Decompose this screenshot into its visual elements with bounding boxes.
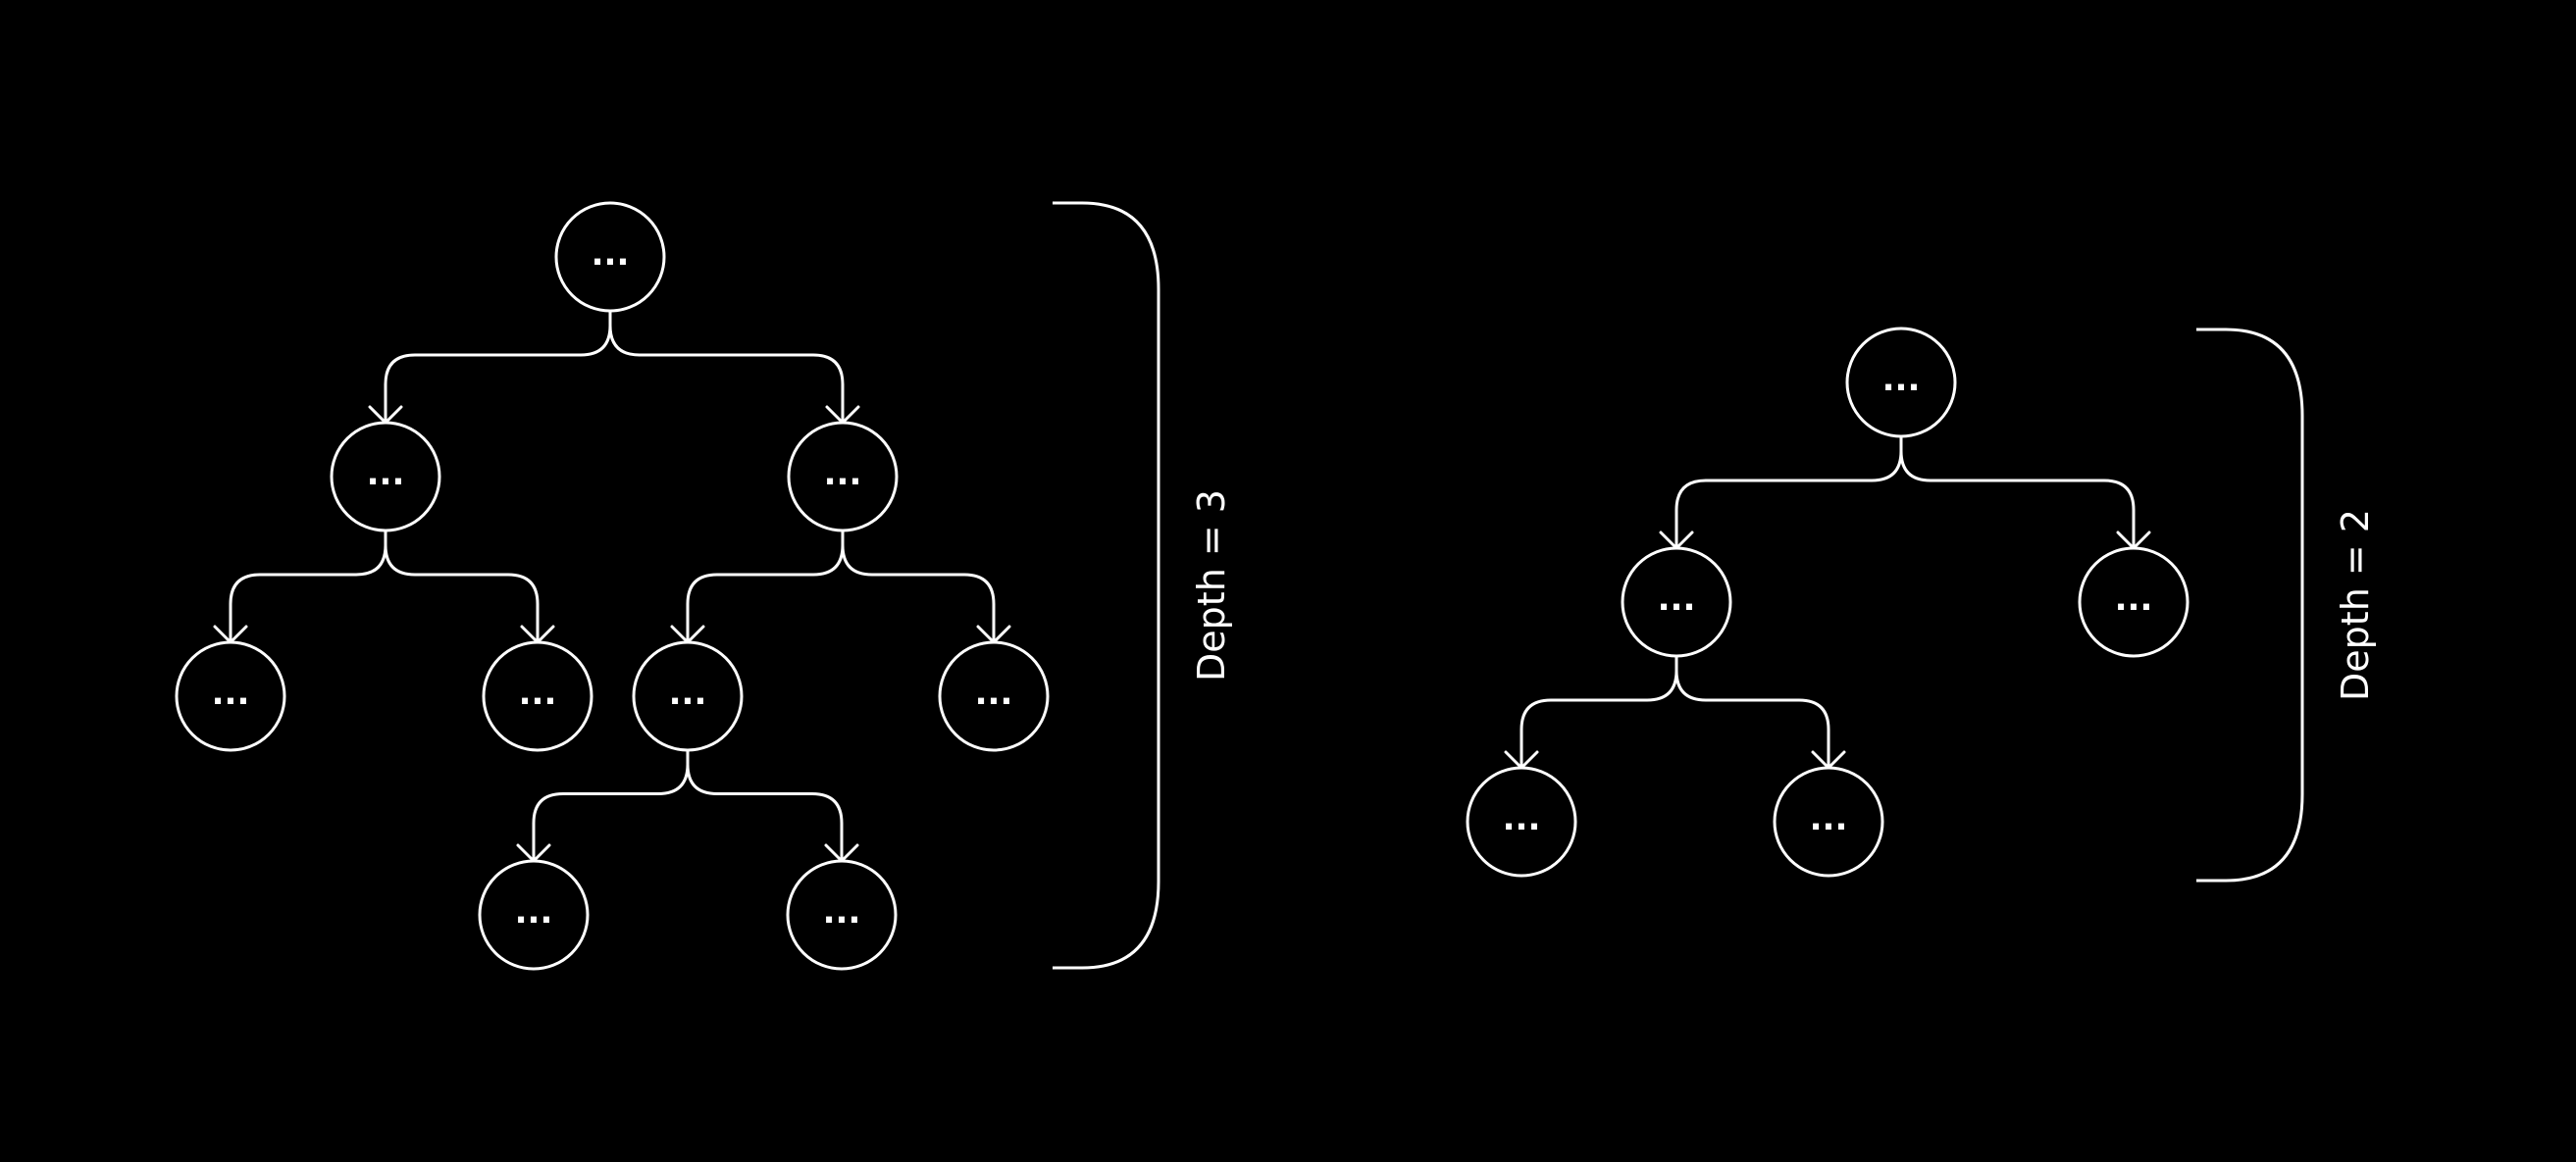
node-label: ... xyxy=(1658,580,1696,619)
node-circle xyxy=(2078,546,2190,658)
tree-node: ... xyxy=(482,640,593,752)
tree-node: ... xyxy=(175,640,286,752)
edge-connector xyxy=(1520,656,1678,768)
node-label: ... xyxy=(1810,799,1848,838)
edge-connector xyxy=(384,311,612,423)
node-label: ... xyxy=(1503,799,1541,838)
tree-node: ... xyxy=(1845,327,1957,438)
node-circle xyxy=(1773,766,1884,878)
node-label: ... xyxy=(367,454,405,493)
edge-connector xyxy=(686,530,845,642)
edge-connector xyxy=(686,750,844,861)
node-label: ... xyxy=(592,234,630,274)
node-circle xyxy=(554,201,666,313)
tree-depth-3: ........................... Depth = 3 xyxy=(175,201,1233,971)
edge-connector xyxy=(1674,436,1903,548)
depth-bracket xyxy=(2196,328,2304,883)
edge-connector xyxy=(229,530,387,642)
tree-node: ... xyxy=(786,859,898,971)
tree-node: ... xyxy=(554,201,666,313)
depth-label: Depth = 2 xyxy=(2334,509,2377,701)
edge-connector xyxy=(1899,436,2136,548)
node-circle xyxy=(632,640,744,752)
edge-connector xyxy=(1674,656,1830,768)
edge-connector xyxy=(532,750,690,861)
tree-node: ... xyxy=(1773,766,1884,878)
node-label: ... xyxy=(1882,360,1921,399)
node-label: ... xyxy=(212,674,250,713)
tree-node: ... xyxy=(632,640,744,752)
node-circle xyxy=(478,859,590,971)
tree-node: ... xyxy=(938,640,1050,752)
node-label: ... xyxy=(515,892,553,932)
tree-node: ... xyxy=(2078,546,2190,658)
node-label: ... xyxy=(2115,580,2153,619)
node-circle xyxy=(175,640,286,752)
node-circle xyxy=(787,421,899,532)
node-circle xyxy=(1621,546,1732,658)
tree-node: ... xyxy=(1466,766,1577,878)
node-label: ... xyxy=(824,454,862,493)
node-circle xyxy=(330,421,441,532)
edge-connector xyxy=(384,530,540,642)
tree-node: ... xyxy=(787,421,899,532)
depth-label: Depth = 3 xyxy=(1190,489,1233,682)
node-label: ... xyxy=(669,674,707,713)
node-label: ... xyxy=(519,674,557,713)
tree-depth-2: ............... Depth = 2 xyxy=(1466,327,2377,883)
node-circle xyxy=(786,859,898,971)
node-circle xyxy=(1466,766,1577,878)
edge-connector xyxy=(841,530,996,642)
node-circle xyxy=(1845,327,1957,438)
node-circle xyxy=(938,640,1050,752)
node-label: ... xyxy=(823,892,861,932)
edge-connector xyxy=(608,311,845,423)
tree-node: ... xyxy=(330,421,441,532)
tree-node: ... xyxy=(478,859,590,971)
tree-node: ... xyxy=(1621,546,1732,658)
node-circle xyxy=(482,640,593,752)
node-label: ... xyxy=(975,674,1013,713)
depth-bracket xyxy=(1053,201,1160,970)
